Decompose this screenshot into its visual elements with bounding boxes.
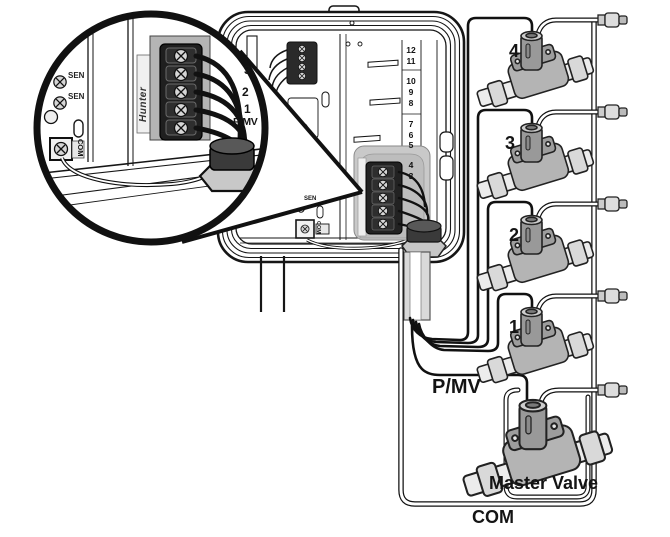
callout-terminal-3: 3 (244, 63, 251, 77)
wire-connector (597, 196, 628, 212)
callout-sen-label-1: SEN (68, 71, 85, 80)
master-valve-label: Master Valve (489, 473, 599, 493)
callout-terminal-2: 2 (242, 85, 249, 99)
mini-sen-label: SEN (304, 196, 317, 202)
callout-sen-label-2: SEN (68, 92, 85, 101)
valve-2 (466, 210, 597, 296)
callout-terminal-1: 1 (244, 102, 251, 116)
valve-4 (466, 26, 597, 112)
valve-3-number: 3 (505, 133, 516, 153)
station-number-7: 7 (408, 119, 414, 129)
station-number-6: 6 (408, 130, 414, 140)
power-conduit (259, 256, 286, 312)
valve-3 (466, 118, 597, 204)
callout-terminal-pmv: P/MV (233, 116, 258, 128)
station-number-8: 8 (408, 98, 414, 108)
station-number-10: 10 (406, 76, 416, 86)
pmv-wire (410, 324, 529, 404)
station-number-12: 12 (406, 45, 416, 55)
valve-wire-conduit (403, 251, 431, 321)
valve-1-number: 1 (509, 317, 520, 337)
magnifier-circle (33, 10, 269, 246)
sensor-common-terminals (293, 194, 407, 250)
pmv-wire-label: P/MV (432, 376, 481, 398)
wire-connector (597, 382, 628, 398)
mini-com-label: COM (315, 221, 321, 234)
station-terminal-block (353, 145, 447, 258)
brand-logo: Hunter (138, 86, 149, 122)
wire-connector (597, 288, 628, 304)
station-number-4: 4 (408, 160, 414, 170)
wire-connectors (597, 12, 628, 398)
common-wire (398, 19, 597, 507)
station-number-11: 11 (406, 56, 416, 66)
wire-connector (597, 12, 628, 28)
valve-4-number: 4 (509, 41, 520, 61)
valve-2-number: 2 (509, 225, 520, 245)
field-wires-black (408, 16, 534, 404)
wire-connector (597, 104, 628, 120)
station-number-3: 3 (408, 171, 414, 181)
callout-com-label: COM (76, 139, 85, 157)
com-wire-label: COM (472, 507, 514, 527)
station-number-5: 5 (408, 140, 414, 150)
cable-grommet (401, 219, 447, 258)
magnified-view (38, 15, 264, 209)
valve-pigtails-white (535, 17, 603, 405)
station-number-9: 9 (408, 87, 414, 97)
